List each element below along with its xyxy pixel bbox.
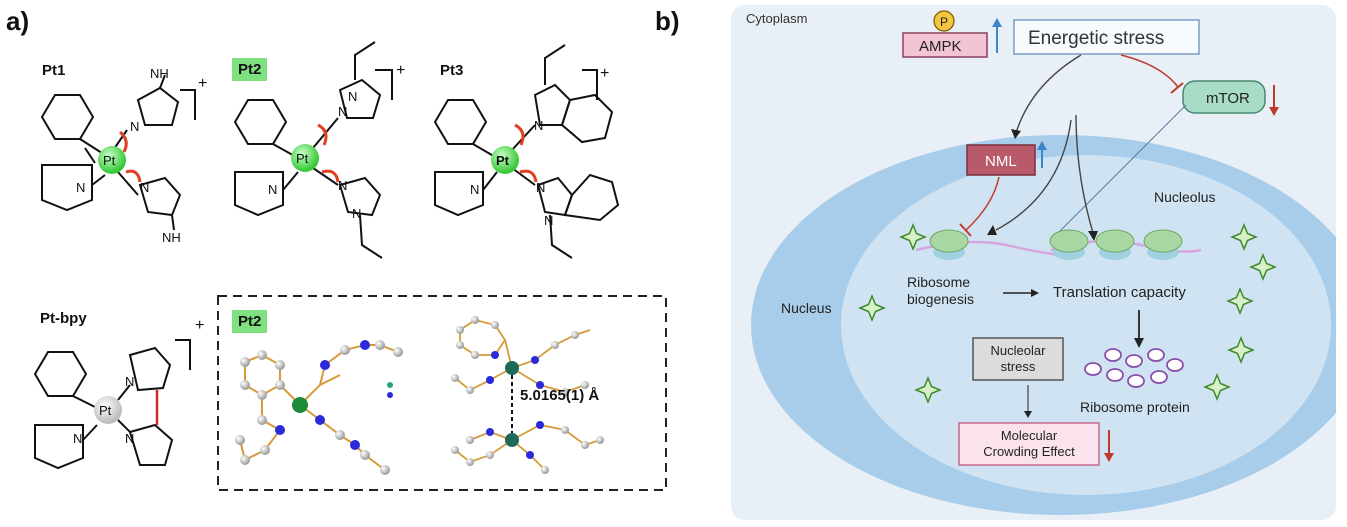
svg-text:N: N bbox=[348, 89, 357, 104]
chemical-structures: Pt + N N N NH NH Pt + N N N N N bbox=[33, 41, 667, 491]
phosphate-icon bbox=[933, 10, 955, 32]
svg-text:+: + bbox=[600, 65, 609, 82]
structure-pt2 bbox=[233, 41, 393, 259]
nml-up-arrow-icon bbox=[1037, 141, 1047, 168]
nml-box bbox=[966, 144, 1036, 176]
compound-label-pt2-crystal: Pt2 bbox=[232, 310, 268, 333]
nml-label: NML bbox=[985, 153, 1017, 170]
svg-text:N: N bbox=[470, 182, 479, 197]
star-icon bbox=[914, 376, 942, 404]
ribosome-protein-cluster bbox=[1084, 348, 1184, 388]
panel-a-label: a) bbox=[6, 6, 30, 36]
panel-b-label: b) bbox=[655, 6, 680, 36]
stress-star-icons bbox=[858, 223, 1277, 404]
svg-text:N: N bbox=[140, 180, 149, 195]
nucleolus-label: Nucleolus bbox=[1154, 189, 1215, 205]
ribosome-icon bbox=[1095, 229, 1135, 260]
energetic-stress-box bbox=[1013, 19, 1200, 55]
mtor-down-arrow-icon bbox=[1269, 85, 1279, 116]
translation-capacity-label: Translation capacity bbox=[1053, 284, 1186, 301]
ribosome-icon bbox=[1143, 229, 1183, 260]
ampk-label: AMPK bbox=[919, 38, 962, 55]
mtor-box bbox=[1182, 80, 1266, 114]
crystal-atoms-right bbox=[451, 316, 604, 474]
crowding-down-arrow-icon bbox=[1104, 430, 1114, 462]
svg-text:N: N bbox=[544, 213, 553, 228]
svg-text:N: N bbox=[76, 180, 85, 195]
svg-text:+: + bbox=[198, 75, 207, 92]
star-icon bbox=[1249, 253, 1277, 281]
structure-pt1 bbox=[40, 74, 196, 231]
compound-label-pt2: Pt2 bbox=[232, 58, 268, 81]
ampk-up-arrow-icon bbox=[992, 18, 1002, 53]
pt1-metal-center bbox=[98, 146, 126, 174]
svg-text:Pt: Pt bbox=[99, 403, 112, 418]
pt3-metal-center bbox=[491, 146, 519, 174]
pt-bpy-metal-center bbox=[94, 396, 122, 424]
svg-text:N: N bbox=[338, 104, 347, 119]
compound-label-pt1: Pt1 bbox=[42, 62, 66, 79]
star-icon bbox=[1230, 223, 1258, 251]
ribosome-icon bbox=[929, 229, 969, 260]
crystal-structure-box bbox=[217, 295, 667, 491]
star-icon bbox=[1227, 336, 1255, 364]
cell-diagram: Cytoplasm Nucleus Nucleolus AMPK P Energ… bbox=[746, 10, 1347, 515]
svg-text:N: N bbox=[338, 178, 347, 193]
ribosome-icon bbox=[1049, 229, 1089, 260]
crystal-atoms-left bbox=[235, 340, 403, 475]
star-icon bbox=[899, 223, 927, 251]
svg-text:NH: NH bbox=[162, 230, 181, 245]
star-icon bbox=[1203, 373, 1231, 401]
svg-text:+: + bbox=[195, 317, 204, 334]
molecular-crowding-box bbox=[958, 422, 1100, 466]
svg-text:N: N bbox=[125, 431, 134, 446]
ampk-box bbox=[902, 32, 988, 58]
compound-label-pt3: Pt3 bbox=[440, 62, 464, 79]
structure-pt3 bbox=[433, 44, 620, 259]
svg-text:N: N bbox=[268, 182, 277, 197]
svg-text:N: N bbox=[73, 431, 82, 446]
svg-text:NH: NH bbox=[150, 66, 169, 81]
cell-diagram-panel: Cytoplasm Nucleus Nucleolus AMPK P Energ… bbox=[731, 5, 1347, 520]
structure-pt-bpy bbox=[33, 339, 191, 470]
svg-text:N: N bbox=[352, 206, 361, 221]
pt2-metal-center bbox=[291, 144, 319, 172]
ribosome-protein-label: Ribosome protein bbox=[1080, 399, 1190, 415]
nucleus-label: Nucleus bbox=[781, 300, 832, 316]
cytoplasm-label: Cytoplasm bbox=[746, 11, 807, 26]
svg-text:P: P bbox=[940, 15, 948, 29]
atom-label: Pt bbox=[103, 153, 116, 168]
nml-inhibits-ribosome bbox=[965, 176, 1000, 231]
svg-text:Pt: Pt bbox=[296, 151, 309, 166]
energetic-stress-to-nml-arrow bbox=[1015, 54, 1082, 134]
svg-text:+: + bbox=[396, 62, 405, 79]
star-icon bbox=[858, 294, 886, 322]
energetic-stress-inhibits-mtor bbox=[1120, 54, 1179, 88]
compound-label-pt-bpy: Pt-bpy bbox=[40, 310, 87, 327]
star-icon bbox=[1226, 287, 1254, 315]
mtor-to-ribosome-line bbox=[1055, 104, 1187, 236]
svg-text:N: N bbox=[536, 180, 545, 195]
svg-text:Pt: Pt bbox=[496, 153, 510, 168]
svg-text:N: N bbox=[125, 374, 134, 389]
svg-text:N: N bbox=[130, 119, 139, 134]
pt-pt-distance-label: 5.0165(1) Å bbox=[520, 387, 599, 404]
mtor-label: mTOR bbox=[1206, 90, 1250, 107]
energetic-stress-label: Energetic stress bbox=[1028, 28, 1164, 49]
svg-text:N: N bbox=[534, 118, 543, 133]
nucleolar-stress-box bbox=[972, 337, 1064, 381]
